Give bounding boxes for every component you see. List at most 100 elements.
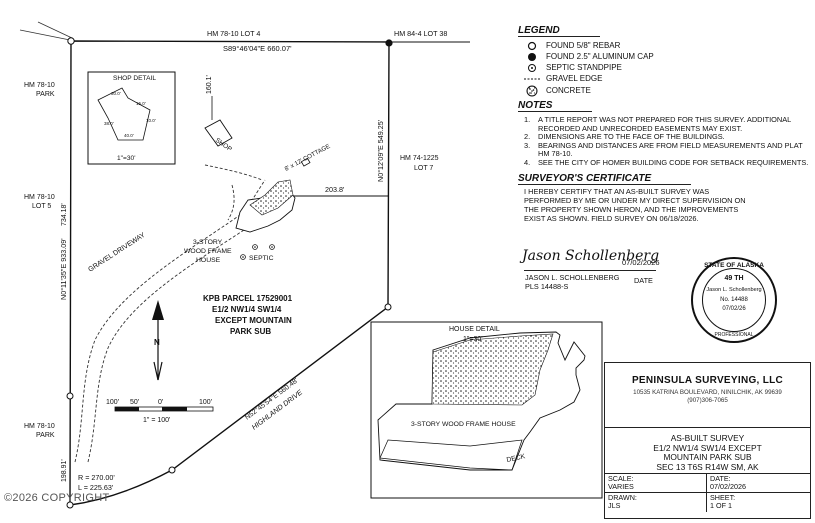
certificate-title: SURVEYOR'S CERTIFICATE [518,173,692,185]
adjacent-park-label: PARK [36,432,55,439]
note-item: 2. DIMENSIONS ARE TO THE FACE OF THE BUIL… [524,133,810,142]
house-label: WOOD FRAME [184,248,232,255]
adjacent-lot-label: LOT 5 [32,203,51,210]
survey-title-line: MOUNTAIN PARK SUB [663,452,752,462]
dimension-label: 30.0' [111,91,121,96]
seal-bottom: PROFESSIONAL [714,332,754,338]
shop-detail-box [87,71,176,165]
rebar-icon [168,466,176,474]
note-text: A TITLE REPORT WAS NOT PREPARED FOR THIS… [538,115,791,133]
surveyor-name: JASON L. SCHOLLENBERG PLS 14488-S [525,273,619,291]
bearing-left: N0°11'35"E 933.09' [59,238,68,300]
note-number: 1. [524,115,531,124]
note-text: SEE THE CITY OF HOMER BUILDING CODE FOR … [538,157,809,167]
seal-name: Jason L. Schollenberg [706,287,762,293]
dimension-label: 15.0' [136,101,146,106]
certificate-text: I HEREBY CERTIFY THAT AN AS-BUILT SURVEY… [524,186,746,223]
scale-tick: 100' [199,399,212,406]
seal-number: No. 14488 [720,297,748,303]
scale-tick: 100' [106,399,119,406]
gravel-edge [204,164,263,181]
surveyor-license: PLS 14488-S [525,282,569,291]
company-info: PENINSULA SURVEYING, LLC 10535 KATRINA B… [605,375,810,428]
septic-standpipe-icon [269,244,275,250]
aluminum-cap-icon [524,52,540,62]
legend-label: SEPTIC STANDPIPE [546,62,622,72]
surveyor-name-text: JASON L. SCHOLLENBERG [525,273,620,282]
note-text: BEARINGS AND DISTANCES ARE FROM FIELD ME… [538,140,803,159]
signature-line [524,270,656,271]
legend-item: CONCRETE [524,84,810,97]
septic-standpipe-icon [524,63,540,73]
scale-tick: 50' [130,399,139,406]
sheet-label: SHEET: [710,493,736,502]
seal-date: 07/02/26 [722,306,746,312]
note-number: 4. [524,157,531,167]
note-item: 1. A TITLE REPORT WAS NOT PREPARED FOR TH… [524,115,810,133]
road-edge [37,21,73,39]
septic-standpipe-icon [240,254,246,260]
gravel-edge-icon [524,76,540,82]
copyright-watermark: ©2026 COPYRIGHT [4,492,110,504]
signature-date: 07/02/2026 [622,258,660,267]
survey-title-line: E1/2 NW1/4 SW1/4 EXCEPT [653,442,762,453]
rebar-icon [66,501,74,509]
road-edge [19,29,71,41]
cottage-label: 8' x 12' COTTAGE [284,143,332,173]
parcel-label: PARK SUB [230,327,271,336]
dimension-label: 160.1' [206,75,213,94]
adjacent-lot-label: HM 78-10 [24,194,55,201]
surveyor-signature: Jason Schollenberg [522,248,660,264]
note-item: 4. SEE THE CITY OF HOMER BUILDING CODE FO… [524,157,810,168]
adjacent-lot-label: HM 84-4 LOT 38 [394,29,447,38]
drawn-cell: DRAWN:JLS [605,493,707,512]
shop-detail-outline [97,87,151,141]
parcel-label: E1/2 NW1/4 SW1/4 [212,305,282,314]
driveway-edge [74,179,266,463]
parcel-label: KPB PARCEL 17529001 [203,294,293,303]
surveyor-seal: STATE OF ALASKA 49 TH Jason L. Schollenb… [691,257,777,343]
legend-item: SEPTIC STANDPIPE [524,62,810,73]
curve-length: L = 225.63' [78,483,114,492]
date-value: 07/02/2026 [710,482,746,491]
scale-value: VARIES [608,482,634,491]
survey-title-line: AS-BUILT SURVEY [670,433,745,443]
concrete-icon [524,85,540,97]
shop-detail-title: SHOP DETAIL [113,75,156,82]
curve-radius: R = 270.00' [78,473,115,482]
sheet-cell: SHEET:1 OF 1 [707,493,810,512]
adjacent-park-label: HM 78-10 [24,82,55,89]
scale-bar [114,406,214,412]
legend-title: LEGEND [518,26,600,37]
bearing-right: N0°12'09"E 549.25' [376,119,385,182]
note-number: 3. [524,140,531,150]
house-label: 3-STORY [193,239,223,246]
house-detail-label: 3-STORY WOOD FRAME HOUSE [411,421,516,428]
company-phone: (907)306-7065 [687,396,728,404]
deck-label: DECK [506,453,526,464]
shop-building [204,119,233,147]
legend-panel: LEGEND FOUND 5/8" REBAR FOUND 2.5" ALUMI… [518,26,810,223]
house-detail-scale: 1"=30' [463,336,483,343]
gravel-edge [227,184,235,221]
legend-label: FOUND 2.5" ALUMINUM CAP [546,51,654,61]
cottage-building [300,157,311,167]
legend-item: FOUND 2.5" ALUMINUM CAP [524,51,810,62]
adjacent-lot-label: LOT 7 [414,165,433,172]
company-address: 10535 KATRINA BOULEVARD, NINILCHIK, AK 9… [633,389,782,396]
drawn-label: DRAWN: [608,493,637,502]
rebar-icon [66,392,74,400]
aluminum-cap-icon [385,39,393,47]
dimension-label: 203.8' [325,185,345,194]
note-text: DIMENSIONS ARE TO THE FACE OF THE BUILDI… [538,132,725,142]
legend-label: FOUND 5/8" REBAR [546,40,621,50]
septic-label: SEPTIC [249,255,274,262]
bearing-top: S89°46'04"E 660.07' [223,44,292,53]
house-detail-concrete [431,333,554,406]
rebar-icon [384,303,392,311]
note-number: 2. [524,132,531,142]
parcel-label: EXCEPT MOUNTAIN [215,316,292,325]
date-label: DATE [634,276,653,285]
rebar-icon [524,41,540,51]
adjacent-lot-label: HM 74-1225 [400,155,439,162]
